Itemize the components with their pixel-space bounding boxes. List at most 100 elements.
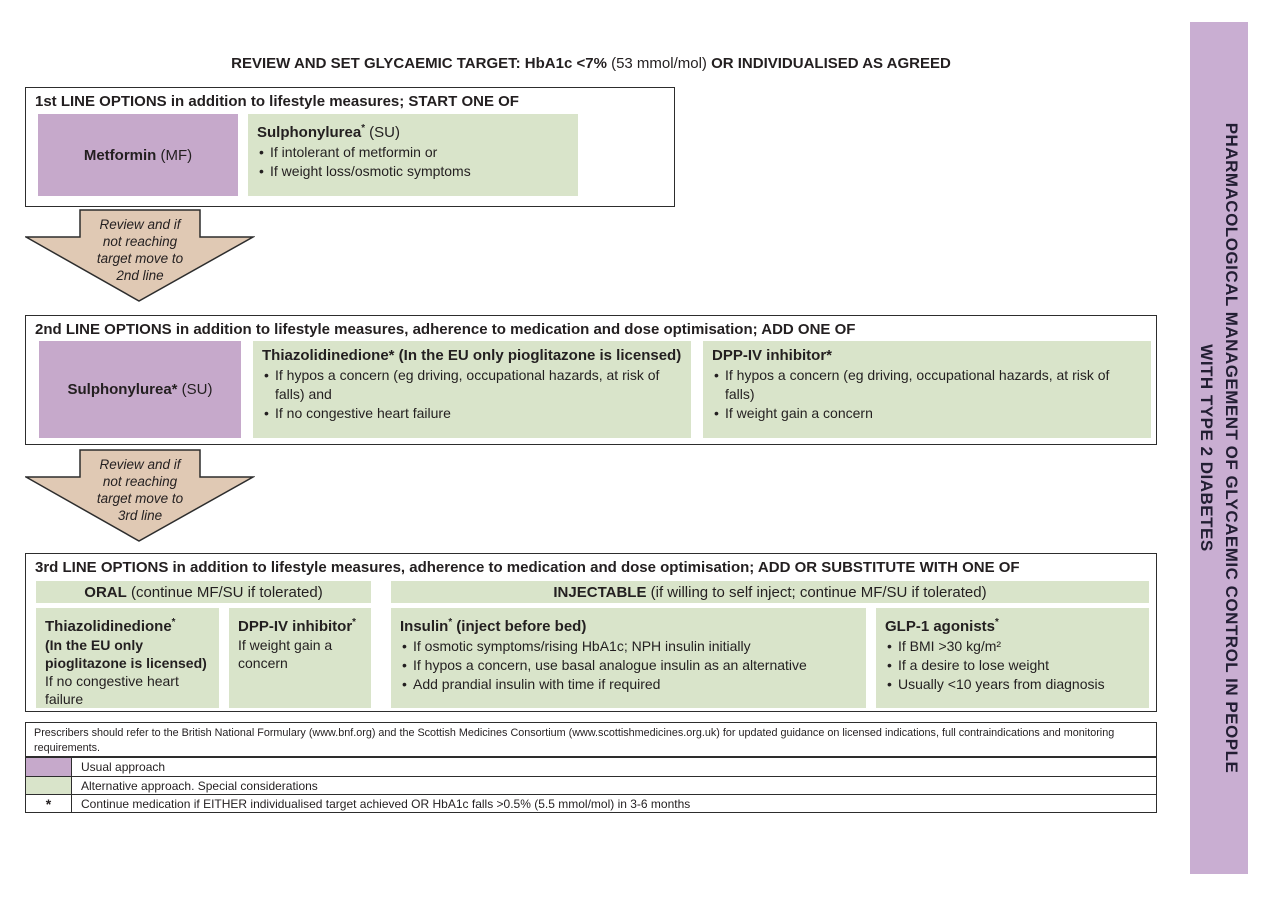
- vertical-title-line1: PHARMACOLOGICAL MANAGEMENT OF GLYCAEMIC …: [1222, 122, 1241, 774]
- down-arrow-shape: [25, 449, 255, 542]
- injectable-label-rest: (if willing to self inject; continue MF/…: [646, 583, 987, 601]
- second-line-header: 2nd LINE OPTIONS in addition to lifestyl…: [35, 321, 856, 338]
- dppiv-third-line-title: DPP-IV inhibitor*: [238, 613, 362, 636]
- page-title: REVIEW AND SET GLYCAEMIC TARGET: HbA1c <…: [25, 55, 1157, 72]
- insulin-instruction: (inject before bed): [452, 618, 587, 635]
- bullet-dot: •: [402, 638, 407, 654]
- sulphonylurea-abbrev: (SU): [177, 381, 213, 398]
- review-arrow-1: Review and if not reaching target move t…: [25, 209, 255, 303]
- sulphonylurea-first-line-cell: Sulphonylurea* (SU) • If intolerant of me…: [248, 114, 578, 196]
- bullet-item: • If a desire to lose weight: [885, 656, 1140, 675]
- injectable-section-header: INJECTABLE (if willing to self inject; c…: [391, 581, 1149, 603]
- asterisk-superscript: *: [361, 123, 365, 134]
- bullet-dot: •: [264, 405, 269, 421]
- metformin-label: Metformin (MF): [84, 146, 192, 165]
- oral-section-label: ORAL (continue MF/SU if tolerated): [84, 584, 322, 601]
- asterisk-superscript: *: [995, 617, 999, 628]
- thiazolidinedione-name: Thiazolidinedione: [45, 618, 172, 635]
- second-line-box: 2nd LINE OPTIONS in addition to lifestyl…: [25, 315, 1157, 445]
- legend-alternative-label: Alternative approach. Special considerat…: [81, 778, 318, 793]
- metformin-cell: Metformin (MF): [38, 114, 238, 196]
- dppiv-second-line-title: DPP-IV inhibitor*: [712, 346, 1142, 365]
- bullet-text: If hypos a concern, use basal analogue i…: [413, 657, 807, 673]
- sulphonylurea-abbrev: (SU): [364, 124, 400, 141]
- review-arrow-1-text: Review and if not reaching target move t…: [96, 217, 184, 283]
- bullet-text: If weight gain a concern: [725, 405, 873, 421]
- legend-row-usual: Usual approach: [26, 758, 1156, 776]
- bullet-item: •Add prandial insulin with time if requi…: [400, 675, 857, 694]
- sulphonylurea-first-line-title: Sulphonylurea* (SU): [257, 119, 569, 142]
- bullet-text: If no congestive heart failure: [275, 405, 451, 421]
- page-title-bold1: REVIEW AND SET GLYCAEMIC TARGET: HbA1c <…: [231, 55, 612, 72]
- bullet-dot: •: [402, 676, 407, 692]
- sulphonylurea-second-line-cell: Sulphonylurea* (SU): [39, 341, 241, 438]
- bullet-item: • Usually <10 years from diagnosis: [885, 675, 1140, 694]
- third-line-box: 3rd LINE OPTIONS in addition to lifestyl…: [25, 553, 1157, 712]
- bullet-item: •If BMI >30 kg/m²: [885, 637, 1140, 656]
- review-arrow-2-text: Review and if not reaching target move t…: [96, 457, 184, 523]
- metformin-abbrev: (MF): [156, 146, 193, 164]
- sulphonylurea-second-line-label: Sulphonylurea* (SU): [67, 380, 212, 399]
- bullet-dot: •: [887, 657, 892, 673]
- insulin-name: Insulin: [400, 618, 449, 635]
- glp1-bullet-list: •If BMI >30 kg/m²•If a desire to lose we…: [885, 637, 1140, 694]
- insulin-title: Insulin* (inject before bed): [400, 613, 857, 636]
- legend-row-alternative: Alternative approach. Special considerat…: [26, 776, 1156, 794]
- page-title-normal: (53 mmol/mol): [611, 55, 712, 72]
- bullet-text: If a desire to lose weight: [898, 657, 1049, 673]
- vertical-title-banner: PHARMACOLOGICAL MANAGEMENT OF GLYCAEMIC …: [1190, 22, 1248, 874]
- oral-label-rest: (continue MF/SU if tolerated): [126, 583, 323, 601]
- prescriber-note: Prescribers should refer to the British …: [25, 722, 1157, 757]
- third-line-header: 3rd LINE OPTIONS in addition to lifestyl…: [35, 559, 1020, 576]
- dppiv-condition: If weight gain a concern: [238, 637, 333, 671]
- bullet-item: • If weight gain a concern: [712, 404, 1142, 423]
- bullet-item: • If no congestive heart failure: [262, 404, 682, 423]
- bullet-text: Usually <10 years from diagnosis: [898, 676, 1105, 692]
- bullet-dot: •: [259, 163, 264, 179]
- thiazolidinedione-license-note: (In the EU only pioglitazone is licensed…: [45, 637, 207, 671]
- review-arrow-2: Review and if not reaching target move t…: [25, 449, 255, 543]
- vertical-title-text: PHARMACOLOGICAL MANAGEMENT OF GLYCAEMIC …: [1190, 22, 1248, 874]
- bullet-dot: •: [714, 367, 719, 383]
- dppiv-name: DPP-IV inhibitor: [238, 618, 353, 635]
- injectable-section-label: INJECTABLE (if willing to self inject; c…: [553, 584, 986, 601]
- bullet-dot: •: [264, 367, 269, 383]
- dppiv-second-line-cell: DPP-IV inhibitor* • If hypos a concern (e…: [703, 341, 1151, 438]
- thiazolidinedione-third-line-cell: Thiazolidinedione* (In the EU only piogl…: [36, 608, 219, 708]
- legend-usual-label: Usual approach: [81, 760, 166, 774]
- asterisk-swatch: *: [26, 795, 72, 812]
- bullet-item: • If weight loss/osmotic symptoms: [257, 162, 569, 181]
- sulphonylurea-name: Sulphonylurea*: [67, 381, 178, 398]
- glp1-name: GLP-1 agonists: [885, 618, 996, 635]
- thiazolidinedione-name: Thiazolidinedione* (In the EU only piogl…: [262, 347, 682, 364]
- thiazolidinedione-second-line-title: Thiazolidinedione* (In the EU only piogl…: [262, 346, 682, 365]
- bullet-item: •If hypos a concern (eg driving, occupat…: [262, 366, 682, 404]
- legend-asterisk-label: Continue medication if EITHER individual…: [81, 796, 691, 811]
- legend-row-asterisk: * Continue medication if EITHER individu…: [26, 794, 1156, 812]
- thiazolidinedione-condition: If no congestive heart failure: [45, 673, 179, 707]
- bullet-text: If osmotic symptoms/rising HbA1c; NPH in…: [413, 638, 751, 654]
- page-title-bold2: OR INDIVIDUALISED AS AGREED: [711, 55, 951, 72]
- asterisk-superscript: *: [448, 617, 453, 628]
- metformin-name: Metformin: [83, 146, 157, 164]
- insulin-bullet-list: • If osmotic symptoms/rising HbA1c; NPH i…: [400, 637, 857, 694]
- thiazolidinedione-second-line-cell: Thiazolidinedione* (In the EU only piogl…: [253, 341, 691, 438]
- dppiv-name: DPP-IV inhibitor*: [712, 347, 832, 364]
- purple-swatch: [26, 758, 72, 776]
- bullet-dot: •: [714, 405, 719, 421]
- glp1-cell: GLP-1 agonists* •If BMI >30 kg/m²•If a d…: [876, 608, 1149, 708]
- bullet-dot: •: [887, 676, 892, 692]
- bullet-text: If hypos a concern (eg driving, occupati…: [725, 367, 1110, 402]
- down-arrow-shape: [25, 209, 255, 302]
- legend-table: Usual approach Alternative approach. Spe…: [25, 757, 1157, 813]
- bullet-text: If weight loss/osmotic symptoms: [270, 163, 471, 179]
- oral-label-bold: ORAL: [84, 583, 127, 601]
- oral-section-header: ORAL (continue MF/SU if tolerated): [36, 581, 371, 603]
- thiazolidinedione-bullet-list: •If hypos a concern (eg driving, occupat…: [262, 366, 682, 423]
- bullet-dot: •: [402, 657, 407, 673]
- bullet-item: • If hypos a concern (eg driving, occupat…: [712, 366, 1142, 404]
- bullet-text: If intolerant of metformin or: [270, 144, 438, 160]
- bullet-dot: •: [887, 638, 892, 654]
- glp1-title: GLP-1 agonists*: [885, 613, 1140, 636]
